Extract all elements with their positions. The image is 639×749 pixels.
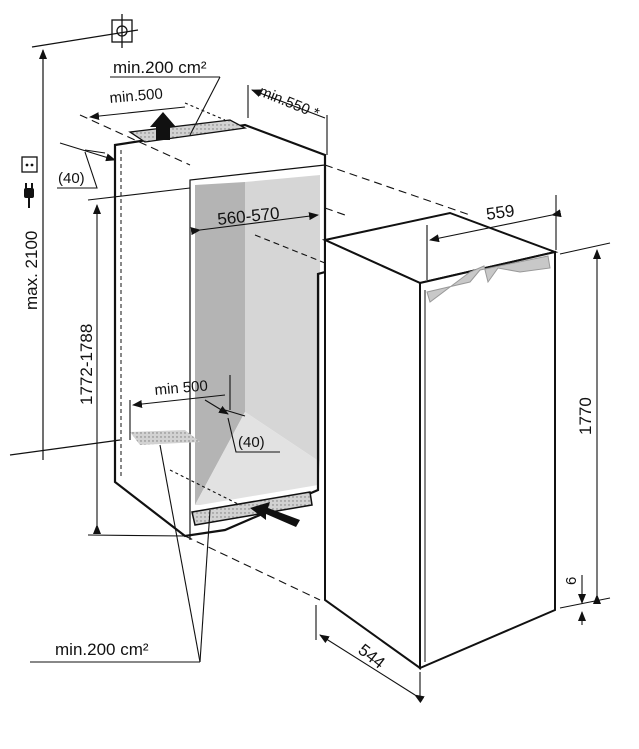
top-offset-label: (40) — [58, 170, 85, 187]
top-offset-line — [59, 142, 116, 162]
appliance — [321, 211, 559, 670]
power-socket-icon — [21, 156, 38, 173]
top-vent-area-label: min.200 cm² — [113, 58, 207, 77]
airflow-in-arrow-icon — [250, 502, 300, 527]
niche-cabinet — [113, 119, 327, 540]
max-height-label: max. 2100 — [22, 231, 41, 310]
max-height-dimension — [9, 49, 121, 460]
bottom-vent-area-label: min.200 cm² — [55, 640, 149, 659]
power-plug-icon — [24, 183, 34, 208]
appliance-height-label: 1770 — [576, 397, 595, 435]
airflow-out-arrow-icon — [150, 112, 176, 140]
appliance-width-label: 559 — [485, 201, 516, 224]
top-clearance-label: min.500 — [109, 85, 164, 107]
niche-height-label: 1772-1788 — [77, 324, 96, 405]
depth-min-label: min.550 * — [257, 83, 322, 123]
appliance-depth-label: 544 — [355, 640, 389, 672]
plinth-gap-label: 6 — [563, 577, 580, 585]
bottom-clearance-label: min 500 — [154, 377, 209, 399]
floor-vent-area — [130, 430, 200, 445]
bottom-offset-label: (40) — [238, 434, 265, 451]
door-handle-panel — [426, 255, 551, 303]
top-vent-grille — [128, 119, 248, 143]
ceiling-outlet-icon — [31, 14, 139, 48]
